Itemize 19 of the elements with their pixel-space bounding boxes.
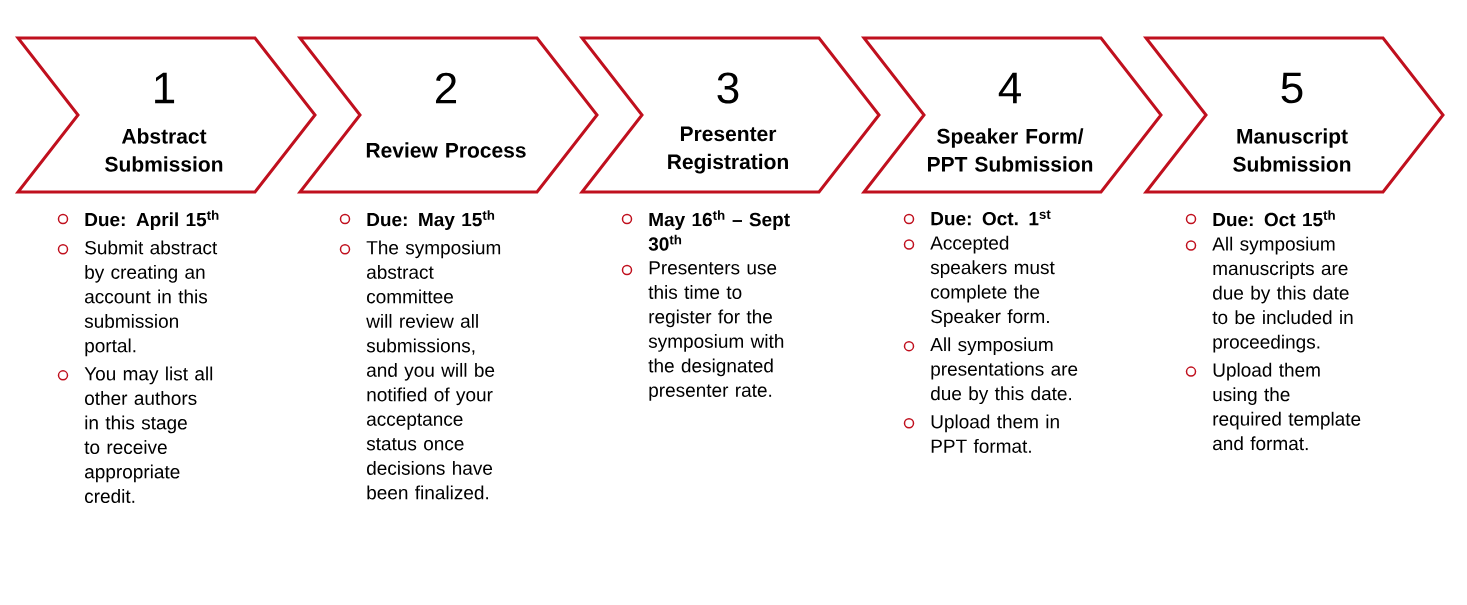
- bullet-text: The symposium abstract committee will review all submissions, and you will be notified of your acceptance status once decisions have been finalized.: [366, 240, 501, 500]
- bullet-text: You may list all other authors in this stage to receive appropriate credit.: [84, 366, 213, 503]
- bullet-text: Upload them in PPT format.: [931, 414, 1059, 453]
- chevron-step: 3 Presenter Registration: [578, 36, 881, 194]
- bullet-text: Due: April 15$^{th}$: [85, 210, 219, 231]
- bullet-text: Presenters use this time to register for the symposium with the designated presenter rate.: [648, 261, 784, 401]
- bullet-text: Due: Oct 15$^{th}$: [1213, 210, 1335, 227]
- chevron-step: 5 Manuscript Submission: [1142, 36, 1445, 194]
- bullet-text: Accepted speakers must complete the Speaker form.: [930, 235, 1055, 327]
- chevron-step: 1 Abstract Submission: [14, 36, 317, 194]
- chevron-step: 2 Review Process: [296, 36, 599, 194]
- bullet-text: Due: May 15$^{th}$: [367, 210, 495, 231]
- bullet-text: Due: Oct. 1$^{st}$: [931, 210, 1051, 226]
- bullet-text: All symposium presentations are due by this date.: [930, 337, 1078, 405]
- chevron-step: 4 Speaker Form/ PPT Submission: [860, 36, 1163, 194]
- bullet-text: All symposium manuscripts are due by this date to be included in proceedings.: [1212, 236, 1353, 353]
- bullet-text: Submit abstract by creating an account in this submission portal.: [84, 240, 218, 357]
- bullet-text: May 16$^{th}$ – Sept 30$^{th}$: [648, 210, 790, 251]
- bullet-text: Upload them using the required template and format.: [1213, 362, 1361, 451]
